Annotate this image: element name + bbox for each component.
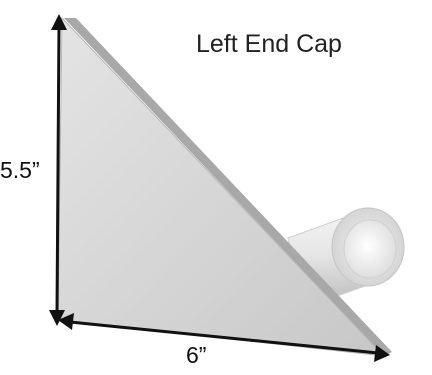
plate-edge <box>64 18 392 356</box>
height-dimension-label: 5.5” <box>0 157 40 183</box>
height-dimension-arrow <box>49 14 67 326</box>
triangular-plate <box>57 16 386 357</box>
pipe-opening <box>343 219 397 279</box>
diagram-title: Left End Cap <box>196 30 342 58</box>
width-dimension-arrow <box>58 313 390 362</box>
width-dimension-label: 6” <box>186 342 207 368</box>
